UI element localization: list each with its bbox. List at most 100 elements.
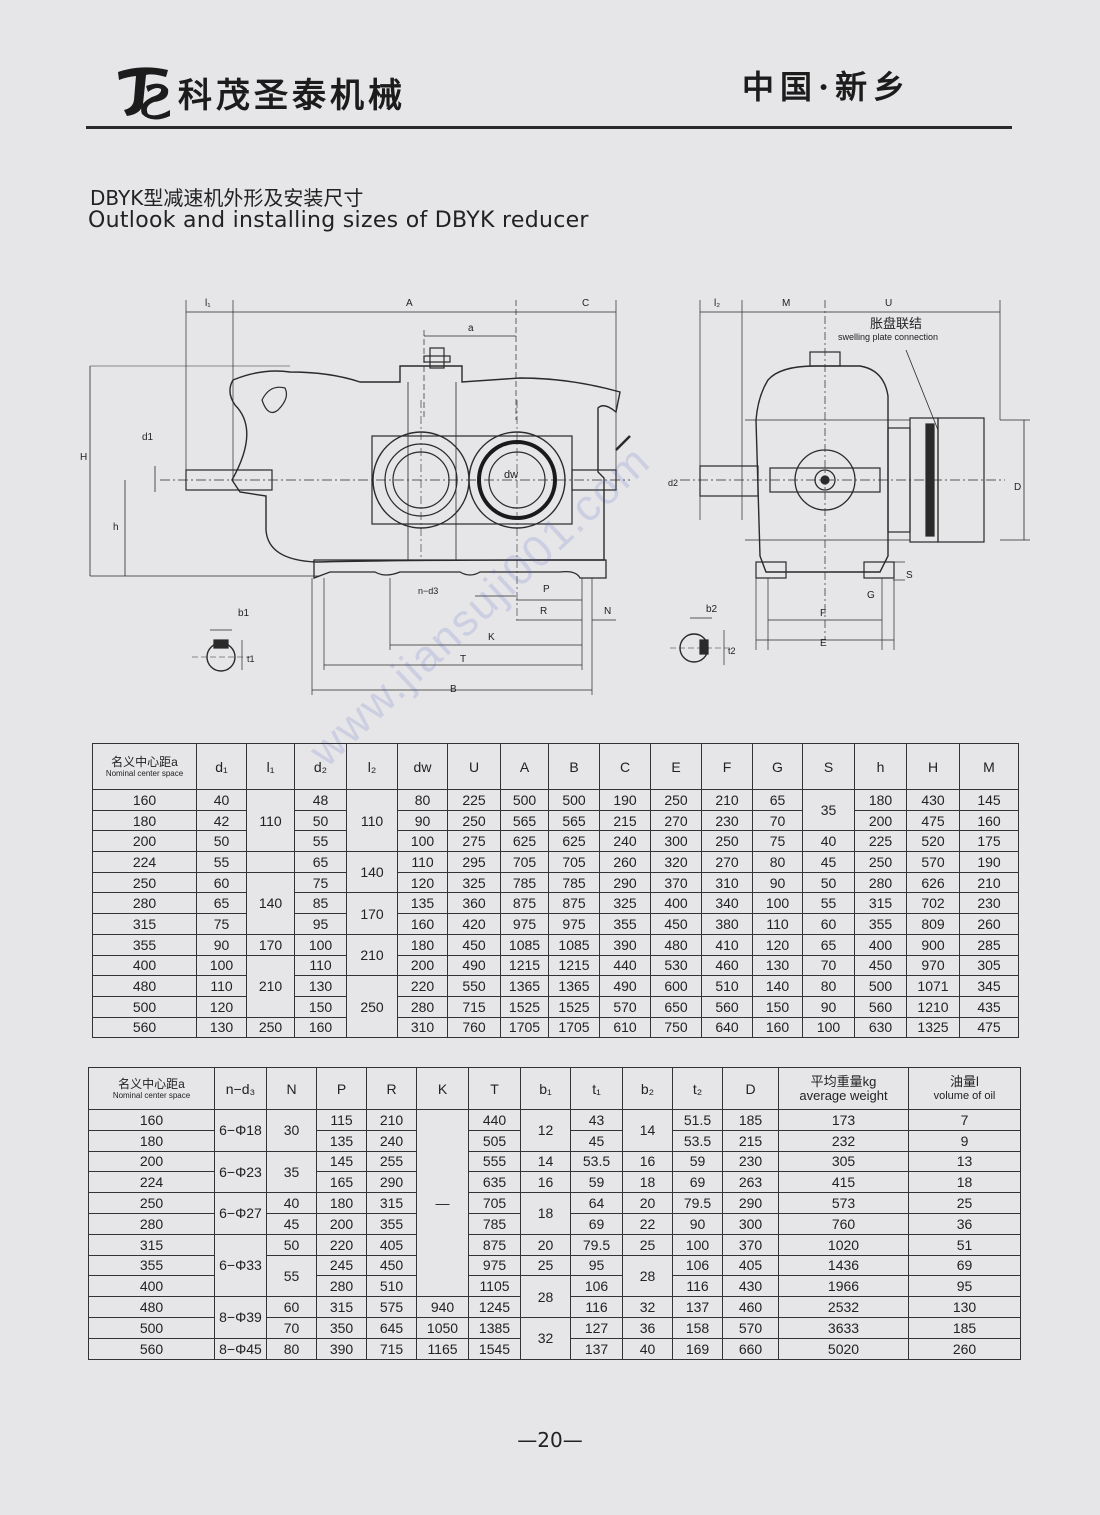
table-cell: 65 bbox=[196, 892, 247, 915]
table-cell: 345 bbox=[959, 975, 1019, 997]
table-cell: 705 bbox=[548, 851, 600, 873]
table-cell: 70 bbox=[752, 809, 803, 832]
table-cell: 1325 bbox=[906, 1016, 960, 1039]
table-cell: 1705 bbox=[500, 1016, 549, 1039]
table-cell: 715 bbox=[366, 1337, 417, 1360]
table-cell: 1215 bbox=[500, 954, 549, 977]
table-cell: 215 bbox=[722, 1129, 779, 1152]
table-cell bbox=[246, 851, 295, 873]
t1-header-col: U bbox=[447, 743, 501, 790]
table-cell: 280 bbox=[854, 871, 907, 894]
table-cell: 9 bbox=[908, 1129, 1021, 1152]
t2-header-col: b₂ bbox=[622, 1067, 673, 1110]
table-cell: 14 bbox=[622, 1109, 673, 1152]
table-cell: 14 bbox=[520, 1150, 571, 1173]
table-cell: 18 bbox=[908, 1171, 1021, 1194]
table-cell: 300 bbox=[722, 1212, 779, 1235]
t1-header-col: dw bbox=[397, 743, 448, 790]
table-cell: 200 bbox=[88, 1150, 215, 1173]
table-cell: 1105 bbox=[468, 1275, 521, 1298]
label-nd3: n−d3 bbox=[418, 586, 438, 596]
table-cell: 135 bbox=[397, 892, 448, 915]
table-cell: 80 bbox=[397, 789, 448, 811]
t2-header-col: K bbox=[416, 1067, 469, 1110]
table-cell: 1525 bbox=[548, 995, 600, 1018]
table-cell: 500 bbox=[88, 1316, 215, 1339]
table-cell: 250 bbox=[88, 1192, 215, 1214]
table-cell: 760 bbox=[447, 1016, 501, 1039]
table-cell: 32 bbox=[520, 1316, 571, 1360]
table-cell: 5020 bbox=[778, 1337, 909, 1360]
table-cell: 230 bbox=[722, 1150, 779, 1173]
label-N: N bbox=[604, 606, 611, 617]
table-cell: 610 bbox=[599, 1016, 651, 1039]
table-cell: 460 bbox=[722, 1296, 779, 1318]
table-cell: 600 bbox=[650, 975, 702, 997]
table-cell: 95 bbox=[294, 913, 347, 935]
t1-header-col: E bbox=[650, 743, 702, 790]
table-cell: 355 bbox=[88, 1254, 215, 1277]
table-cell: 28 bbox=[622, 1254, 673, 1298]
table-cell: 145 bbox=[316, 1150, 367, 1173]
table-cell: 230 bbox=[701, 809, 753, 832]
table-cell: 280 bbox=[397, 995, 448, 1018]
table-cell: 370 bbox=[650, 871, 702, 894]
label-dw: dw bbox=[504, 469, 518, 481]
table-cell: 45 bbox=[570, 1129, 623, 1152]
t2-header-col: D bbox=[722, 1067, 779, 1110]
table-cell: 350 bbox=[316, 1316, 367, 1339]
table-cell: 325 bbox=[447, 871, 501, 894]
table-cell: 150 bbox=[294, 995, 347, 1018]
table-cell: 355 bbox=[854, 913, 907, 935]
table-cell: 90 bbox=[752, 871, 803, 894]
table-cell: 1085 bbox=[500, 933, 549, 956]
table-cell: 260 bbox=[599, 851, 651, 873]
table-cell: 1705 bbox=[548, 1016, 600, 1039]
table-cell: 90 bbox=[672, 1212, 723, 1235]
table-cell: 750 bbox=[650, 1016, 702, 1039]
table-cell: 12 bbox=[520, 1109, 571, 1152]
table-cell: 1050 bbox=[416, 1316, 469, 1339]
table-cell: 975 bbox=[468, 1254, 521, 1277]
table-cell: 390 bbox=[599, 933, 651, 956]
label-T: T bbox=[460, 654, 466, 665]
table-cell: 180 bbox=[397, 933, 448, 956]
t2-header-col: t₁ bbox=[570, 1067, 623, 1110]
table-cell: 410 bbox=[701, 933, 753, 956]
table-cell: 190 bbox=[959, 851, 1019, 873]
table-cell: 110 bbox=[752, 913, 803, 935]
table-cell: 100 bbox=[672, 1233, 723, 1256]
table-cell: 140 bbox=[346, 851, 398, 894]
label-R: R bbox=[540, 606, 547, 617]
t1-header-col: h bbox=[854, 743, 907, 790]
table-cell: 80 bbox=[752, 851, 803, 873]
table-cell: 18 bbox=[520, 1192, 571, 1235]
table-cell: 110 bbox=[294, 954, 347, 977]
table-cell: 500 bbox=[854, 975, 907, 997]
table-cell: 150 bbox=[752, 995, 803, 1018]
table-cell: 60 bbox=[266, 1296, 317, 1318]
table-cell: 573 bbox=[778, 1192, 909, 1214]
table-cell: 1545 bbox=[468, 1337, 521, 1360]
table-cell: 145 bbox=[959, 789, 1019, 811]
t1-header-col: C bbox=[599, 743, 651, 790]
table-cell: 160 bbox=[752, 1016, 803, 1039]
t1-header-col: l₁ bbox=[246, 743, 295, 790]
table-cell: 90 bbox=[802, 995, 855, 1018]
table-cell: 165 bbox=[316, 1171, 367, 1194]
table-cell: 120 bbox=[196, 995, 247, 1018]
table-cell: 45 bbox=[266, 1212, 317, 1235]
table-cell: 1385 bbox=[468, 1316, 521, 1339]
label-b1: b1 bbox=[238, 608, 250, 619]
table-cell: 315 bbox=[316, 1296, 367, 1318]
table-cell: 180 bbox=[88, 1129, 215, 1152]
table-cell: 160 bbox=[959, 809, 1019, 832]
table-cell: 50 bbox=[196, 830, 247, 853]
